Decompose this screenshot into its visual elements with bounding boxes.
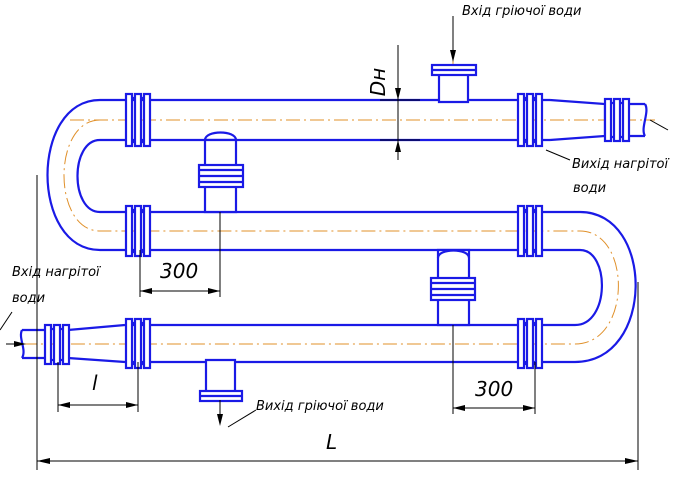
length-short-dimension: l — [57, 362, 139, 412]
outlet-nozzle-bottom — [198, 358, 244, 403]
flange — [516, 92, 544, 148]
length-short-label: l — [92, 371, 98, 395]
length-total-dimension: L — [36, 175, 639, 470]
connector-top-middle — [197, 131, 245, 214]
flange — [124, 92, 152, 148]
spacing-left-dimension: 300 — [139, 212, 221, 297]
top-pipe — [100, 98, 648, 142]
spacing-right-label: 300 — [475, 377, 513, 401]
outlet-heated-water-label-1: Вихід нагрітої — [572, 157, 669, 172]
flange — [516, 204, 544, 258]
length-total-label: L — [326, 430, 337, 454]
right-u-bend — [574, 210, 637, 364]
dn-dimension: Dн — [366, 45, 420, 160]
dn-label: Dн — [366, 68, 390, 96]
flange — [516, 317, 544, 370]
spacing-left-label: 300 — [160, 259, 198, 283]
inlet-heated-water-label-1: Вхід нагрітої — [12, 265, 101, 280]
outlet-heating-water-label: Вихід гріючої води — [256, 399, 384, 414]
left-u-bend — [46, 98, 101, 252]
flanges — [43, 92, 631, 370]
flange — [43, 323, 71, 366]
flow-arrows — [0, 16, 669, 428]
spacing-right-dimension: 300 — [452, 325, 536, 414]
inlet-heating-water-label: Вхід гріючої води — [462, 4, 581, 19]
inlet-heated-water-label-2: води — [12, 291, 45, 306]
flange — [603, 97, 631, 143]
inlet-nozzle-top — [430, 63, 478, 104]
flange — [124, 204, 152, 258]
outlet-heated-water-label-2: води — [573, 181, 606, 196]
connector-middle-bottom — [429, 248, 477, 327]
middle-pipe — [100, 210, 580, 252]
centerlines — [15, 60, 655, 400]
flange — [124, 317, 152, 370]
